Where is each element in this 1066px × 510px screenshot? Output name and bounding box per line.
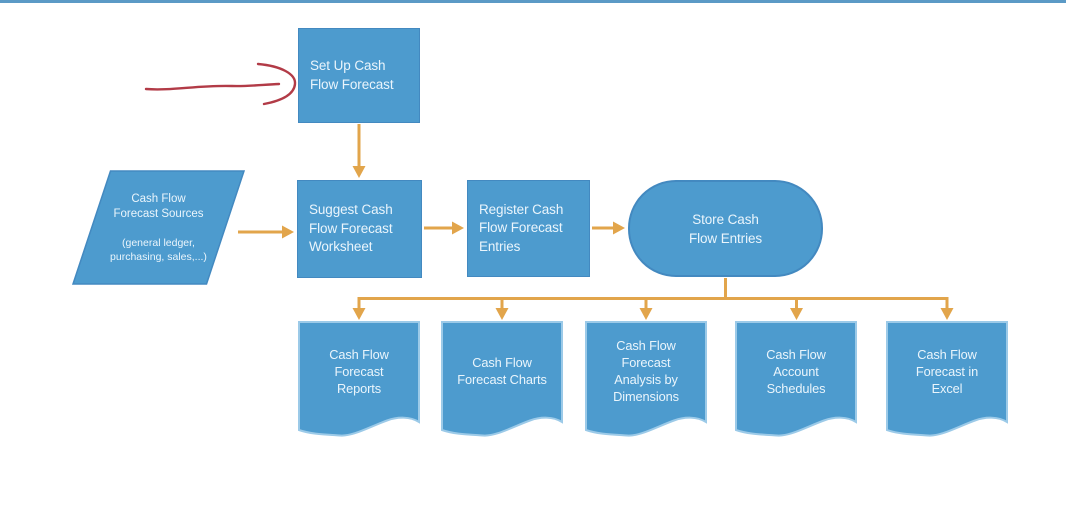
doc-label-line: Cash Flow <box>329 346 389 362</box>
document-shape <box>886 321 1008 437</box>
document-shape <box>585 321 707 437</box>
doc-label-line: Cash Flow <box>917 346 977 362</box>
doc-cash-flow-forecast-analysis-by-dimensions: Cash Flow Forecast Analysis by Dimension… <box>585 321 707 439</box>
doc-cash-flow-forecast-charts: Cash Flow Forecast Charts <box>441 321 563 439</box>
connector-sources-to-suggest <box>238 225 294 239</box>
node-store-cash-flow-entries: Store Cash Flow Entries <box>628 180 823 277</box>
document-shape <box>298 321 420 437</box>
node-note-line: (general ledger, <box>122 236 195 249</box>
doc-label-line: Reports <box>336 380 382 396</box>
connector-register-to-store <box>592 221 625 235</box>
doc-cash-flow-account-schedules: Cash Flow Account Schedules <box>735 321 857 439</box>
doc-label-line: Account <box>773 363 819 379</box>
doc-label-line: Dimensions <box>613 389 679 404</box>
document-shape <box>441 321 563 437</box>
connector-store-branch <box>352 278 954 320</box>
node-label-line: Store Cash <box>692 211 759 227</box>
connector-setup-to-suggest <box>352 124 366 178</box>
doc-cash-flow-forecast-reports: Cash Flow Forecast Reports <box>298 321 420 439</box>
node-label-line: Cash Flow <box>131 192 186 205</box>
node-register-cash-flow-forecast-entries: Register Cash Flow Forecast Entries <box>467 180 590 277</box>
node-note-line: purchasing, sales,...) <box>110 250 207 263</box>
doc-label-line: Analysis by <box>614 372 678 387</box>
doc-label-line: Forecast <box>334 363 384 379</box>
doc-label-line: Cash Flow <box>616 338 676 353</box>
doc-label-line: Forecast Charts <box>457 372 547 387</box>
doc-label-line: Forecast <box>621 355 671 370</box>
node-set-up-cash-flow-forecast: Set Up Cash Flow Forecast <box>298 28 420 123</box>
connector-suggest-to-register <box>424 221 464 235</box>
node-label-line: Flow Forecast <box>310 76 394 92</box>
node-label-line: Forecast Sources <box>113 207 204 220</box>
node-label-line: Set Up Cash <box>310 58 386 73</box>
node-label-line: Flow Entries <box>688 230 763 246</box>
node-cash-flow-forecast-sources: Cash Flow Forecast Sources (general ledg… <box>72 170 245 285</box>
node-label-line: Register Cash <box>479 201 564 217</box>
doc-label-line: Forecast in <box>915 363 979 379</box>
doc-label-line: Cash Flow <box>472 355 532 370</box>
node-suggest-cash-flow-forecast-worksheet: Suggest Cash Flow Forecast Worksheet <box>297 180 422 278</box>
document-shape <box>735 321 857 437</box>
node-label-line: Flow Forecast <box>479 220 563 236</box>
doc-label-line: Cash Flow <box>766 346 826 362</box>
doc-label-line: Schedules <box>766 380 826 396</box>
doc-label-line: Excel <box>931 380 963 396</box>
doc-cash-flow-forecast-in-excel: Cash Flow Forecast in Excel <box>886 321 1008 439</box>
node-label-line: Worksheet <box>309 239 373 255</box>
parallelogram-shape <box>72 170 245 285</box>
top-divider-rule <box>0 0 1066 3</box>
node-label-line: Suggest Cash <box>309 202 393 218</box>
node-label-line: Entries <box>479 238 521 254</box>
node-label-line: Flow Forecast <box>309 220 393 236</box>
